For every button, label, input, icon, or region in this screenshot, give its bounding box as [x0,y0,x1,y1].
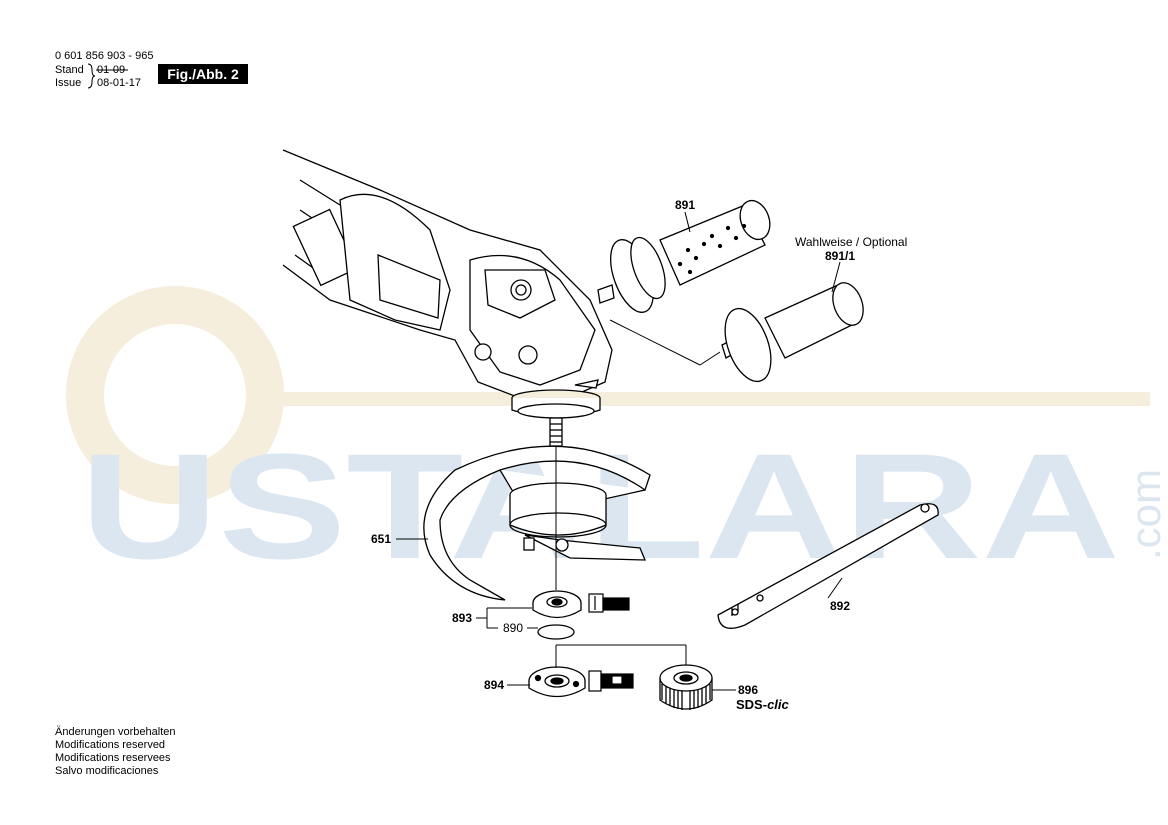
label-893: 893 [452,611,473,625]
label-892: 892 [830,599,851,613]
watermark-bar [270,392,1150,406]
sds-suffix: clic [767,697,789,712]
note-line: Salvo modificaciones [55,765,159,777]
note-line: Modifications reserved [55,739,166,751]
leader-lines [396,211,843,691]
modification-notes: Änderungen vorbehalten Modifications res… [55,726,175,778]
spindle [511,389,601,447]
handle-891-1 [721,282,864,383]
label-891: 891 [675,198,696,212]
header-brace [87,63,96,89]
watermark-ring [66,286,284,504]
label-651: 651 [371,532,392,546]
issue-date: 08-01-17 [97,77,142,89]
note-line: Modifications reservees [55,752,171,764]
figure-label: Fig./Abb. 2 [158,64,248,84]
grinder-body [282,149,613,399]
watermark-suffix: .com [1122,469,1168,560]
sds-prefix: SDS- [736,697,768,712]
spanner-892 [717,503,939,629]
flange-section-icon [588,593,630,613]
flange-893 [532,590,582,640]
sds-clic-logo: SDS-clic [736,697,789,712]
issue-label: Issue [55,77,82,89]
stand-old-date: 01-09 [97,64,126,76]
part-number: 0 601 856 903 - 965 [55,50,154,62]
note-line: Änderungen vorbehalten [55,726,176,738]
label-890: 890 [503,621,524,635]
label-894: 894 [484,678,505,692]
clamp-nut-896 [659,664,713,710]
label-891-1: 891/1 [825,249,856,263]
stand-label: Stand [55,64,84,76]
optional-note: Wahlweise / Optional [795,235,908,249]
nut-894 [528,666,586,698]
nut-section-icon [588,670,634,692]
handle-891 [597,199,771,313]
guard-651 [423,445,651,601]
label-896: 896 [738,683,759,697]
